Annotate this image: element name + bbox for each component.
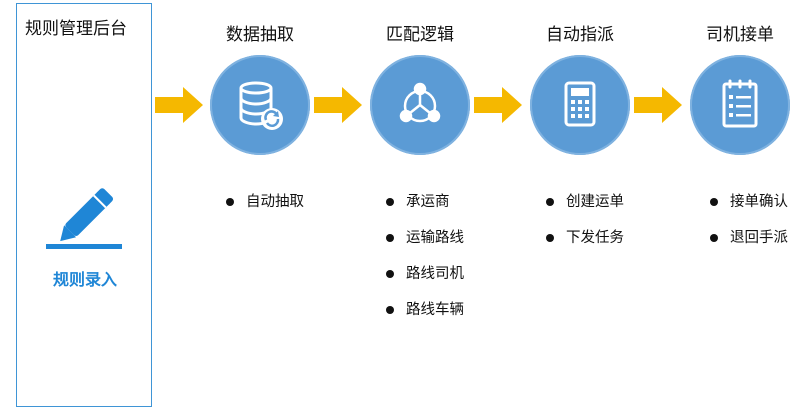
database-sync-icon bbox=[239, 81, 283, 130]
step-title-data-extraction: 数据抽取 bbox=[226, 25, 294, 45]
step-title-matching-logic: 匹配逻辑 bbox=[386, 25, 454, 45]
list-item: 下发任务 bbox=[546, 228, 624, 264]
list-item: 创建运单 bbox=[546, 192, 624, 228]
step-items-auto-assign: 创建运单 下发任务 bbox=[546, 192, 624, 264]
list-item: 自动抽取 bbox=[226, 192, 304, 228]
calculator-icon bbox=[564, 81, 596, 127]
pencil-icon bbox=[42, 176, 128, 256]
network-nodes-icon bbox=[399, 82, 441, 123]
list-item: 路线车辆 bbox=[386, 300, 464, 336]
arrow-right-icon bbox=[155, 87, 203, 123]
list-item: 接单确认 bbox=[710, 192, 788, 228]
step-title-auto-assign: 自动指派 bbox=[546, 25, 614, 45]
step-circle-auto-assign bbox=[530, 55, 630, 155]
step-items-driver-accept: 接单确认 退回手派 bbox=[710, 192, 788, 264]
clipboard-list-icon bbox=[722, 79, 758, 128]
list-item: 承运商 bbox=[386, 192, 464, 228]
list-item: 运输路线 bbox=[386, 228, 464, 264]
step-title-driver-accept: 司机接单 bbox=[706, 25, 774, 45]
arrow-right-icon bbox=[634, 87, 682, 123]
arrow-right-icon bbox=[314, 87, 362, 123]
step-circle-driver-accept bbox=[690, 55, 790, 155]
step-circle-matching-logic bbox=[370, 55, 470, 155]
list-item: 退回手派 bbox=[710, 228, 788, 264]
rule-entry-label: 规则录入 bbox=[52, 270, 117, 289]
step-items-data-extraction: 自动抽取 bbox=[226, 192, 304, 228]
arrow-right-icon bbox=[474, 87, 522, 123]
step-items-matching-logic: 承运商 运输路线 路线司机 路线车辆 bbox=[386, 192, 464, 336]
list-item: 路线司机 bbox=[386, 264, 464, 300]
step-circle-data-extraction bbox=[210, 55, 310, 155]
rule-admin-panel: 规则管理后台 规则录入 bbox=[16, 3, 152, 407]
panel-title: 规则管理后台 bbox=[25, 19, 127, 39]
